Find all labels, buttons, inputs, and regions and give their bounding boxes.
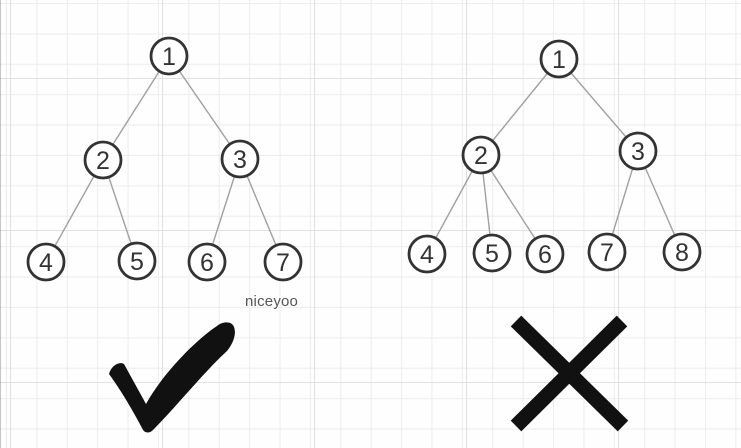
tree-node-circle[interactable]	[461, 135, 501, 175]
tree-node[interactable]: 4	[407, 234, 447, 274]
tree-node-label: 7	[276, 249, 290, 277]
checkmark-icon[interactable]	[101, 318, 241, 433]
tree-node-circle[interactable]	[539, 39, 579, 79]
tree-node[interactable]: 2	[83, 140, 123, 180]
tree-node-label: 5	[130, 248, 144, 276]
tree-edge	[168, 55, 241, 160]
tree-node[interactable]: 6	[525, 234, 565, 274]
tree-node-circle[interactable]	[117, 241, 157, 281]
tree-node[interactable]: 5	[472, 233, 512, 273]
tree-node-circle[interactable]	[26, 242, 66, 282]
watermark-text: niceyoo	[245, 293, 299, 310]
tree-node[interactable]: 2	[461, 135, 501, 175]
tree-node-label: 1	[552, 46, 566, 74]
tree-node-label: 2	[96, 147, 110, 175]
tree-edge	[480, 154, 546, 255]
tree-node-circle[interactable]	[587, 232, 627, 272]
tree-node-circle[interactable]	[263, 242, 303, 282]
tree-node-label: 3	[631, 138, 645, 166]
tree-node-label: 4	[420, 241, 434, 269]
tree-edge	[558, 58, 639, 152]
tree-node-label: 1	[162, 43, 176, 71]
tree-edge	[480, 58, 560, 156]
tree-node-label: 3	[233, 146, 247, 174]
tree-node-label: 4	[39, 249, 53, 277]
tree-node-circle[interactable]	[618, 131, 658, 171]
tree-node-label: 6	[538, 241, 552, 269]
tree-node[interactable]: 7	[263, 242, 303, 282]
tree-node-label: 2	[474, 142, 488, 170]
tree-node-label: 5	[485, 240, 499, 268]
cross-icon[interactable]	[506, 312, 631, 432]
tree-node-circle[interactable]	[407, 234, 447, 274]
tree-node[interactable]: 3	[220, 139, 260, 179]
tree-node-circle[interactable]	[525, 234, 565, 274]
tree-node-label: 8	[675, 239, 689, 267]
tree-node-circle[interactable]	[220, 139, 260, 179]
tree-edge	[102, 55, 170, 161]
tree-node[interactable]: 4	[26, 242, 66, 282]
tree-node-circle[interactable]	[149, 36, 189, 76]
tree-node[interactable]: 1	[539, 39, 579, 79]
tree-edge	[45, 159, 104, 263]
tree-node[interactable]: 8	[662, 232, 702, 272]
tree-node[interactable]: 7	[587, 232, 627, 272]
tree-node-circle[interactable]	[472, 233, 512, 273]
tree-node-circle[interactable]	[187, 242, 227, 282]
tree-node-circle[interactable]	[83, 140, 123, 180]
tree-node-label: 6	[200, 249, 214, 277]
tree-node[interactable]: 3	[618, 131, 658, 171]
tree-node[interactable]: 1	[149, 36, 189, 76]
tree-node[interactable]: 6	[187, 242, 227, 282]
tree-node[interactable]: 5	[117, 241, 157, 281]
tree-node-circle[interactable]	[662, 232, 702, 272]
tree-node-label: 7	[600, 239, 614, 267]
